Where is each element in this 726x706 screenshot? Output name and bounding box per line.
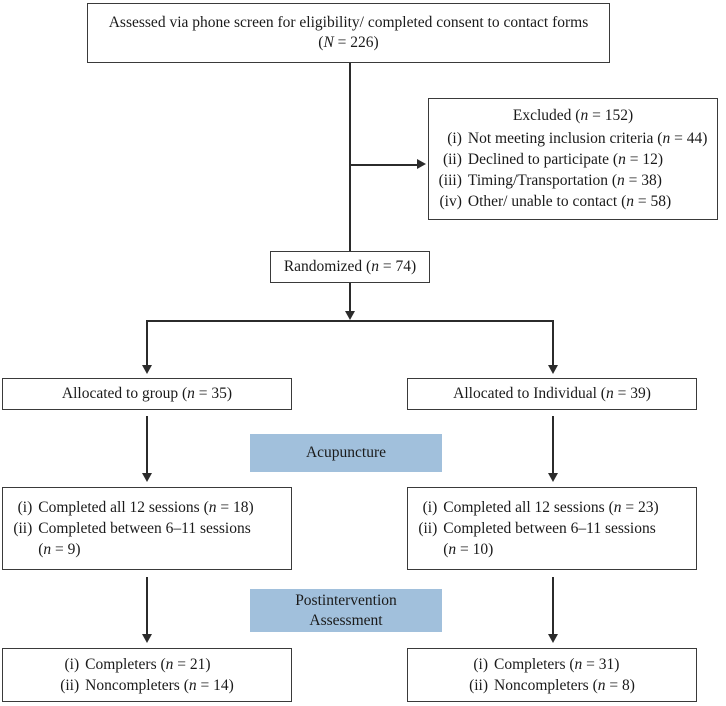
list-marker: (i): [422, 498, 438, 516]
list-item: (i) Completers (n = 31): [469, 654, 635, 675]
list-text: Completed between 6–11 sessions (n = 9): [38, 518, 291, 560]
list-item: (iii) Timing/Transportation (n = 38): [439, 170, 708, 191]
list-marker: (ii): [13, 519, 33, 537]
connector-left-allocation-to-sessions: [146, 416, 148, 474]
list-text: Completed between 6–11 sessions (n = 10): [443, 518, 696, 560]
allocated-group-label: Allocated to group (n = 35): [61, 384, 233, 402]
arrowhead-right-allocation: [547, 365, 558, 374]
banner-acupuncture: Acupuncture: [250, 434, 442, 472]
list-text: Completers (n = 21): [85, 655, 211, 673]
list-item: (ii) Noncompleters (n = 14): [60, 675, 234, 696]
list-text: Noncompleters (n = 8): [494, 677, 635, 694]
list-item: (i) Not meeting inclusion criteria (n = …: [439, 128, 708, 149]
list-marker: (i): [17, 498, 33, 516]
list-item: (iv) Other/ unable to contact (n = 58): [439, 191, 708, 212]
connector-right-allocation-to-sessions: [552, 416, 554, 474]
list-marker: (ii): [60, 677, 80, 694]
connector-right-sessions-to-outcome: [552, 577, 554, 635]
assessed-line-2: (N = 226): [318, 34, 379, 51]
list-text: Not meeting inclusion criteria (n = 44): [467, 130, 708, 148]
outcome-group-list: (i) Completers (n = 21) (ii) Noncomplete…: [60, 654, 234, 696]
arrowhead-right-sessions: [547, 473, 558, 482]
arrowhead-left-allocation: [141, 365, 152, 374]
list-marker: (ii): [469, 677, 489, 694]
box-excluded: Excluded (n = 152) (i) Not meeting inclu…: [428, 98, 718, 220]
sessions-group-list: (i) Completed all 12 sessions (n = 18) (…: [9, 497, 291, 560]
list-item: (ii) Noncompleters (n = 8): [469, 675, 635, 696]
list-text: Timing/Transportation (n = 38): [467, 172, 662, 190]
box-outcome-individual: (i) Completers (n = 31) (ii) Noncomplete…: [407, 648, 697, 702]
banner-postintervention-line-2: Assessment: [309, 611, 383, 629]
excluded-list: (i) Not meeting inclusion criteria (n = …: [439, 128, 708, 212]
connector-allocation-split-bar: [146, 320, 553, 322]
list-item: (i) Completers (n = 21): [60, 654, 234, 675]
connector-branch-to-excluded: [350, 164, 419, 166]
box-randomized: Randomized (n = 74): [270, 251, 430, 283]
randomized-label: Randomized (n = 74): [283, 257, 417, 275]
allocated-individual-label: Allocated to Individual (n = 39): [453, 384, 651, 402]
list-marker: (iv): [439, 193, 462, 211]
arrowhead-left-sessions: [141, 473, 152, 482]
list-marker: (i): [473, 655, 489, 673]
banner-postintervention-assessment: Postintervention Assessment: [250, 589, 442, 632]
box-assessed-eligibility: Assessed via phone screen for eligibilit…: [87, 3, 610, 63]
arrowhead-right-outcome: [547, 634, 558, 643]
arrowhead-left-outcome: [141, 634, 152, 643]
banner-acupuncture-label: Acupuncture: [305, 444, 387, 462]
list-text-wrap: (n = 10): [443, 541, 494, 559]
list-marker: (ii): [442, 151, 462, 169]
list-item: (i) Completed all 12 sessions (n = 18): [9, 497, 291, 518]
box-allocated-group: Allocated to group (n = 35): [2, 378, 292, 410]
list-marker: (i): [447, 130, 462, 148]
list-text: Completed all 12 sessions (n = 18): [38, 498, 254, 516]
list-text: Other/ unable to contact (n = 58): [467, 193, 672, 211]
connector-split-to-right-allocation: [552, 320, 554, 366]
list-item: (ii) Completed between 6–11 sessions (n …: [414, 518, 696, 560]
box-sessions-individual: (i) Completed all 12 sessions (n = 23) (…: [407, 487, 697, 570]
list-text-wrap: (n = 9): [38, 541, 81, 559]
list-marker: (ii): [418, 519, 438, 537]
list-item: (i) Completed all 12 sessions (n = 23): [414, 497, 696, 518]
list-text: Completed all 12 sessions (n = 23): [443, 498, 659, 516]
outcome-individual-list: (i) Completers (n = 31) (ii) Noncomplete…: [469, 654, 635, 696]
box-outcome-group: (i) Completers (n = 21) (ii) Noncomplete…: [2, 648, 292, 702]
box-allocated-individual: Allocated to Individual (n = 39): [407, 378, 697, 410]
list-item: (ii) Completed between 6–11 sessions (n …: [9, 518, 291, 560]
arrowhead-to-excluded: [417, 159, 426, 169]
assessed-line-1: Assessed via phone screen for eligibilit…: [108, 13, 589, 31]
excluded-heading: Excluded (n = 152): [512, 106, 634, 124]
banner-postintervention-line-1: Postintervention: [295, 591, 397, 609]
list-text: Completers (n = 31): [494, 655, 620, 673]
connector-randomized-down: [349, 283, 351, 313]
arrowhead-randomized-split: [344, 311, 355, 320]
connector-left-sessions-to-outcome: [146, 577, 148, 635]
list-marker: (iii): [438, 172, 462, 190]
connector-assessed-to-randomized: [349, 63, 351, 251]
list-marker: (i): [64, 655, 80, 673]
connector-split-to-left-allocation: [146, 320, 148, 366]
list-text: Declined to participate (n = 12): [467, 151, 663, 169]
box-sessions-group: (i) Completed all 12 sessions (n = 18) (…: [2, 487, 292, 570]
list-item: (ii) Declined to participate (n = 12): [439, 149, 708, 170]
list-text: Noncompleters (n = 14): [85, 677, 234, 694]
sessions-individual-list: (i) Completed all 12 sessions (n = 23) (…: [414, 497, 696, 560]
